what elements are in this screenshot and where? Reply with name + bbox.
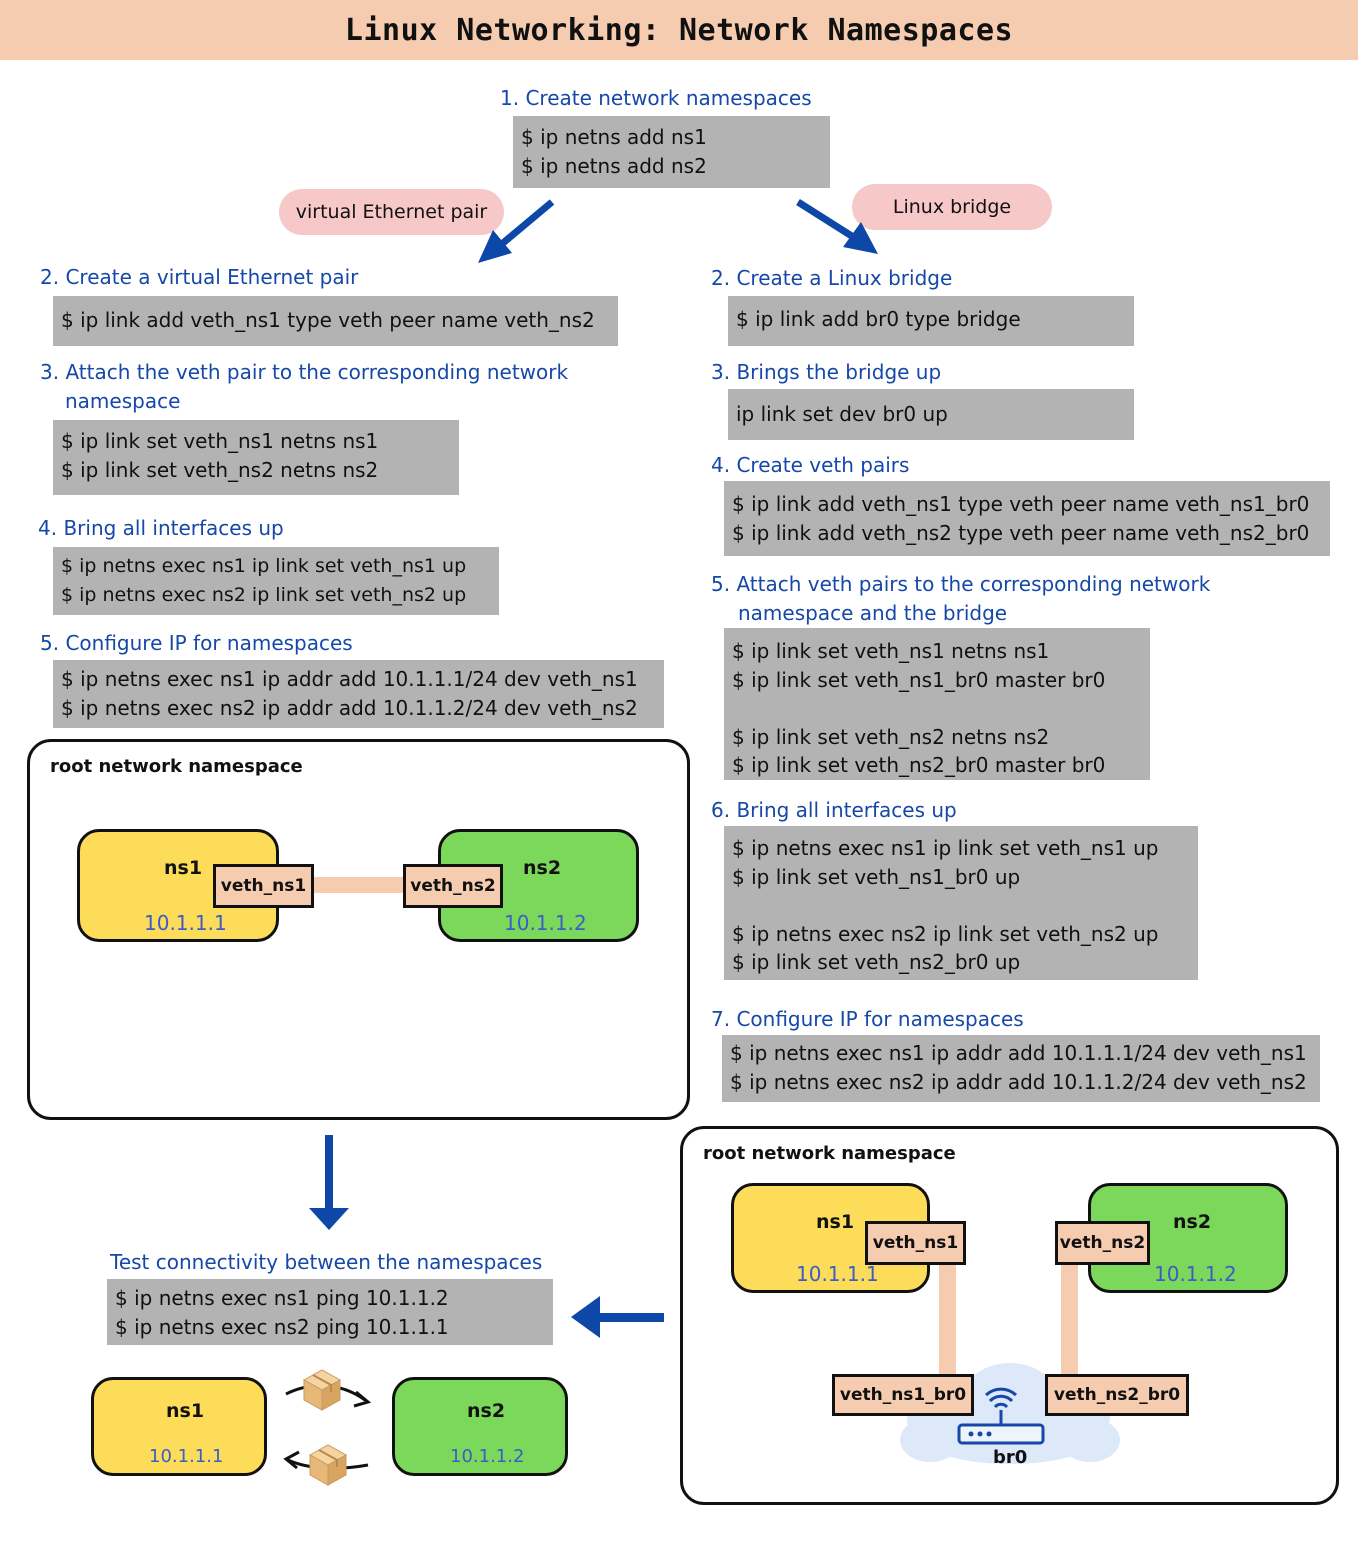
code-line: $ ip netns exec ns2 ip link set veth_ns2…	[732, 921, 1159, 946]
code-line: $ ip netns exec ns1 ip link set veth_ns1…	[61, 555, 467, 577]
right-step7-heading: 7. Configure IP for namespaces	[711, 1007, 1024, 1031]
code-line: $ ip link add veth_ns1 type veth peer na…	[732, 492, 1310, 516]
test-ns2-box: ns2 10.1.1.2	[392, 1377, 568, 1476]
left-step5-heading: 5. Configure IP for namespaces	[40, 631, 353, 655]
right-step2-heading: 2. Create a Linux bridge	[711, 266, 953, 290]
code-line: $ ip netns exec ns1 ping 10.1.1.2	[115, 1286, 449, 1310]
veth-ns1-iface: veth_ns1	[865, 1221, 966, 1265]
right-step5-code: $ ip link set veth_ns1 netns ns1 $ ip li…	[724, 628, 1150, 780]
arrow-to-veth-branch	[478, 199, 555, 263]
step1-code: $ ip netns add ns1 $ ip netns add ns2	[513, 116, 830, 188]
ns2-ip: 10.1.1.2	[504, 911, 587, 935]
code-line: $ ip netns exec ns2 ip link set veth_ns2…	[61, 583, 467, 606]
code-line: $ ip link add veth_ns2 type veth peer na…	[732, 520, 1310, 545]
left-step3-heading: 3. Attach the veth pair to the correspon…	[40, 360, 569, 384]
right-step5-heading: 5. Attach veth pairs to the correspondin…	[711, 572, 1211, 596]
left-step2-code: $ ip link add veth_ns1 type veth peer na…	[53, 296, 618, 346]
panel-label: root network namespace	[703, 1143, 956, 1164]
code-line: $ ip netns exec ns1 ip addr add 10.1.1.1…	[730, 1041, 1307, 1065]
panel-label: root network namespace	[50, 756, 303, 777]
code-line: $ ip netns add ns2	[521, 153, 707, 178]
test-heading: Test connectivity between the namespaces	[110, 1250, 543, 1274]
ns1-name: ns1	[816, 1211, 855, 1233]
code-line: $ ip link set veth_ns2 netns ns2	[732, 724, 1050, 749]
ns2-ip: 10.1.1.2	[1154, 1262, 1237, 1286]
right-step5-heading-cont: namespace and the bridge	[738, 601, 1008, 625]
code-line: ip link set dev br0 up	[736, 402, 948, 426]
package-icon	[308, 1444, 348, 1486]
code-line: $ ip netns exec ns2 ip addr add 10.1.1.2…	[730, 1069, 1307, 1094]
veth-ns1-iface: veth_ns1	[213, 864, 314, 908]
right-step4-code: $ ip link add veth_ns1 type veth peer na…	[724, 481, 1330, 556]
code-line: $ ip link set veth_ns2_br0 master br0	[732, 753, 1106, 777]
ns2-box: ns2 10.1.1.2	[438, 829, 639, 942]
bridge-branch-label: Linux bridge	[852, 184, 1052, 230]
right-step4-heading: 4. Create veth pairs	[711, 453, 910, 477]
ns2-name: ns2	[523, 857, 562, 879]
veth-ns1-br0-iface: veth_ns1_br0	[832, 1374, 974, 1416]
ns2-bridge-link	[1061, 1260, 1078, 1378]
ns1-name: ns1	[164, 857, 203, 879]
bridge-name: br0	[993, 1447, 1028, 1468]
code-line: $ ip netns add ns1	[521, 125, 707, 149]
arrow-left-to-test	[571, 1296, 664, 1338]
page-title: Linux Networking: Network Namespaces	[344, 12, 1014, 48]
code-line: $ ip link add veth_ns1 type veth peer na…	[61, 308, 595, 332]
veth-ns2-br0-iface: veth_ns2_br0	[1045, 1374, 1189, 1416]
right-step6-heading: 6. Bring all interfaces up	[711, 798, 957, 822]
test-ns1-box: ns1 10.1.1.1	[91, 1377, 267, 1476]
ns1-ip: 10.1.1.1	[144, 911, 227, 935]
ns1-ip: 10.1.1.1	[796, 1262, 879, 1286]
test-ns1-ip: 10.1.1.1	[149, 1446, 224, 1467]
right-step3-code: ip link set dev br0 up	[728, 389, 1134, 440]
code-line: $ ip netns exec ns2 ping 10.1.1.1	[115, 1314, 449, 1339]
code-line: $ ip netns exec ns1 ip addr add 10.1.1.1…	[61, 667, 638, 691]
veth-branch-label: virtual Ethernet pair	[279, 189, 504, 235]
left-step3-code: $ ip link set veth_ns1 netns ns1 $ ip li…	[53, 420, 459, 495]
title-bar: Linux Networking: Network Namespaces	[0, 0, 1358, 60]
code-line: $ ip link set veth_ns2_br0 up	[732, 950, 1021, 974]
veth-ns2-iface: veth_ns2	[403, 864, 503, 908]
veth-ns2-iface: veth_ns2	[1055, 1221, 1150, 1265]
ns1-bridge-link	[939, 1260, 956, 1378]
test-code: $ ip netns exec ns1 ping 10.1.1.2 $ ip n…	[107, 1279, 553, 1345]
right-step6-code: $ ip netns exec ns1 ip link set veth_ns1…	[724, 826, 1198, 980]
arrow-to-bridge-branch	[796, 199, 878, 254]
left-step4-code: $ ip netns exec ns1 ip link set veth_ns1…	[53, 547, 499, 615]
code-line: $ ip link set veth_ns1 netns ns1	[61, 429, 379, 453]
code-line: $ ip netns exec ns2 ip addr add 10.1.1.2…	[61, 695, 638, 720]
left-step3-heading-cont: namespace	[65, 389, 181, 413]
code-line: $ ip link set veth_ns1_br0 master br0	[732, 667, 1106, 692]
veth-link	[313, 877, 405, 893]
step1-heading: 1. Create network namespaces	[500, 86, 812, 110]
test-ns1-name: ns1	[166, 1400, 205, 1422]
test-ns2-name: ns2	[467, 1400, 506, 1422]
ns2-name: ns2	[1173, 1211, 1212, 1233]
arrow-down-to-test	[309, 1135, 349, 1230]
code-line: $ ip netns exec ns1 ip link set veth_ns1…	[732, 836, 1159, 860]
right-step2-code: $ ip link add br0 type bridge	[728, 296, 1134, 346]
right-step7-code: $ ip netns exec ns1 ip addr add 10.1.1.1…	[722, 1035, 1320, 1102]
package-icon	[302, 1369, 342, 1411]
right-step3-heading: 3. Brings the bridge up	[711, 360, 942, 384]
code-line: $ ip link set veth_ns1_br0 up	[732, 864, 1021, 889]
test-ns2-ip: 10.1.1.2	[450, 1446, 525, 1467]
left-step5-code: $ ip netns exec ns1 ip addr add 10.1.1.1…	[53, 660, 664, 728]
left-step4-heading: 4. Bring all interfaces up	[38, 516, 284, 540]
left-step2-heading: 2. Create a virtual Ethernet pair	[40, 265, 359, 289]
code-line: $ ip link set veth_ns2 netns ns2	[61, 457, 379, 482]
router-icon	[957, 1387, 1045, 1445]
code-line: $ ip link set veth_ns1 netns ns1	[732, 639, 1050, 663]
code-line: $ ip link add br0 type bridge	[736, 307, 1021, 331]
